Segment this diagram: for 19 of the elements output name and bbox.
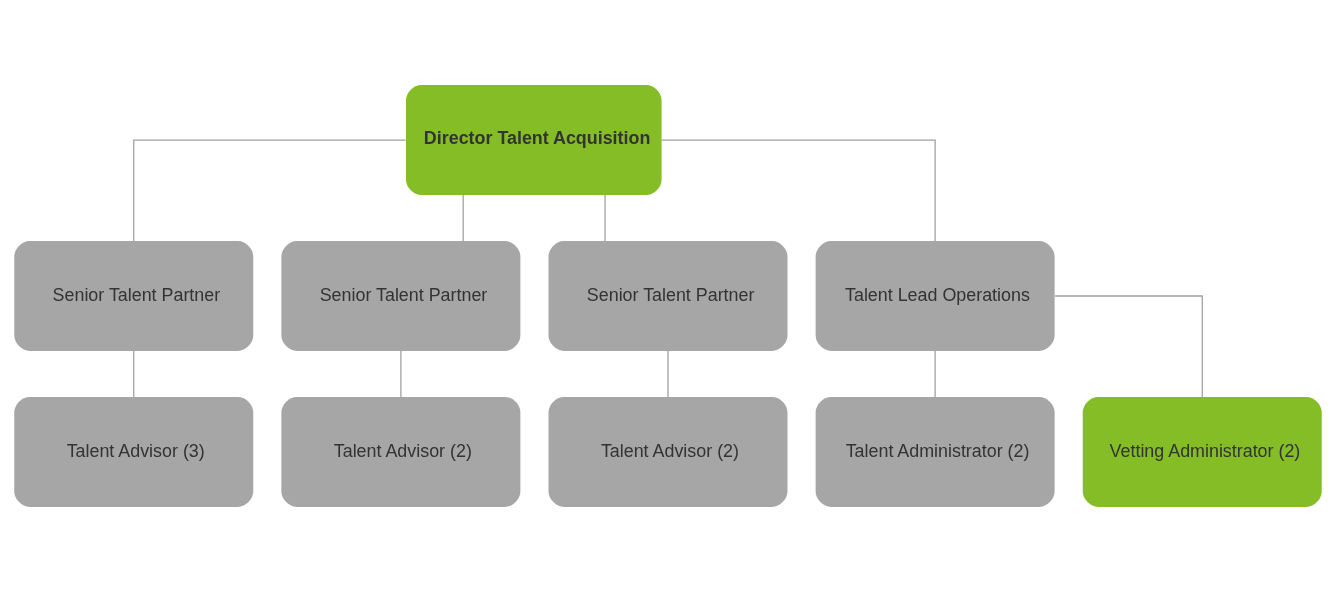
node-box: Talent Administrator (2) (815, 396, 1055, 507)
node-box: Senior Talent Partner (14, 241, 254, 351)
node-box: Director Talent Acquisition (406, 85, 662, 196)
node-box: Talent Advisor (2) (281, 396, 521, 507)
node-box: Talent Advisor (2) (548, 396, 788, 507)
node-box: Talent Lead Operations (815, 241, 1055, 351)
node-box: Talent Advisor (3) (14, 396, 254, 507)
connector (934, 350, 936, 398)
connector (400, 350, 402, 398)
connector (1054, 295, 1203, 398)
connector (133, 139, 407, 242)
node-box: Senior Talent Partner (548, 241, 788, 351)
connector (667, 350, 669, 398)
connector (133, 350, 135, 398)
connector (661, 139, 936, 242)
connector (604, 194, 606, 242)
node-box: Vetting Administrator (2) (1082, 396, 1322, 507)
node-box: Senior Talent Partner (281, 241, 521, 351)
connector (462, 194, 464, 242)
